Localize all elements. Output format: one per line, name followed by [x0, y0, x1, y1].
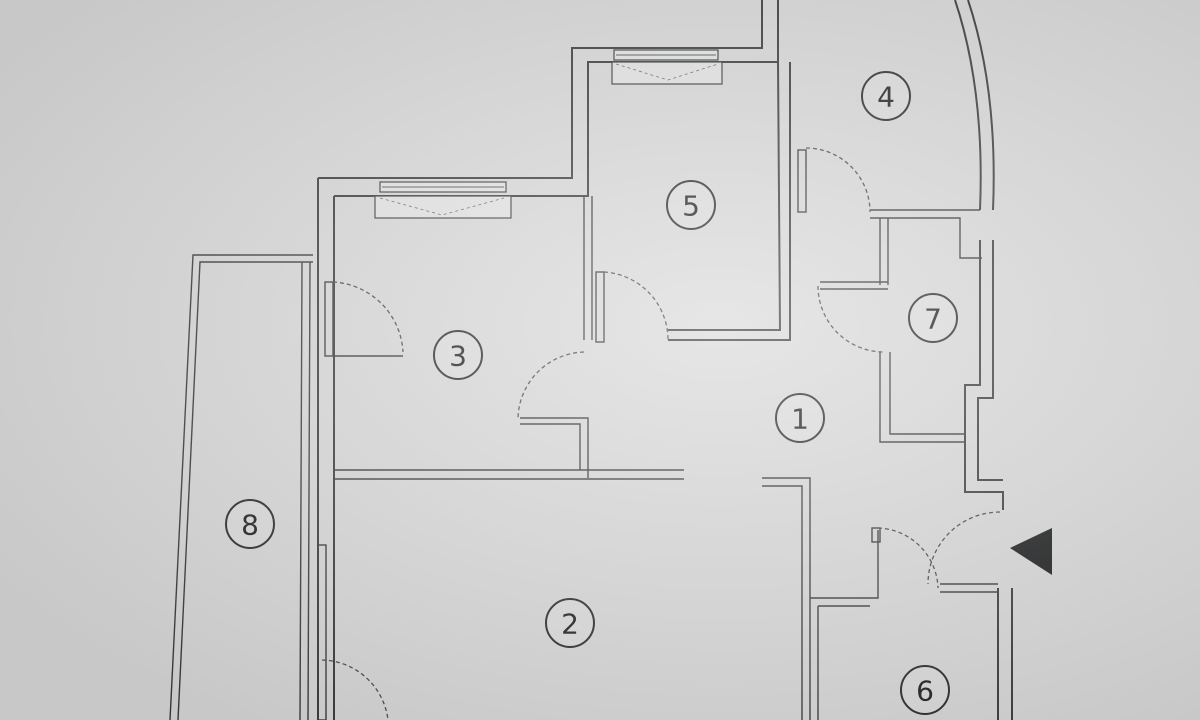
room-number: 3	[449, 340, 467, 373]
window-top-right	[611, 49, 723, 85]
door-room-3-west	[324, 281, 404, 357]
room-number: 6	[916, 675, 934, 708]
door-room-2-west	[317, 544, 389, 720]
room-number: 8	[241, 509, 259, 542]
room-label-8: 8	[225, 499, 275, 549]
room-number: 1	[791, 403, 809, 436]
room-label-4: 4	[861, 71, 911, 121]
room-label-1: 1	[775, 393, 825, 443]
interior-walls	[334, 61, 998, 720]
room-number: 5	[682, 190, 700, 223]
room-label-2: 2	[545, 598, 595, 648]
room-label-7: 7	[908, 293, 958, 343]
entrance-arrow-icon	[1010, 528, 1052, 575]
door-room-3-south	[517, 351, 585, 419]
door-room-5	[595, 271, 669, 343]
room-label-5: 5	[666, 180, 716, 230]
window-top-left	[374, 181, 512, 219]
room-label-6: 6	[900, 665, 950, 715]
door-room-6	[871, 527, 939, 589]
room-label-3: 3	[433, 330, 483, 380]
door-room-4	[805, 147, 871, 213]
room-number: 4	[877, 81, 895, 114]
door-room-7	[817, 285, 885, 353]
room-number: 7	[924, 303, 942, 336]
room-number: 2	[561, 608, 579, 641]
door-entrance	[927, 511, 1001, 585]
balcony-outline	[169, 254, 313, 720]
